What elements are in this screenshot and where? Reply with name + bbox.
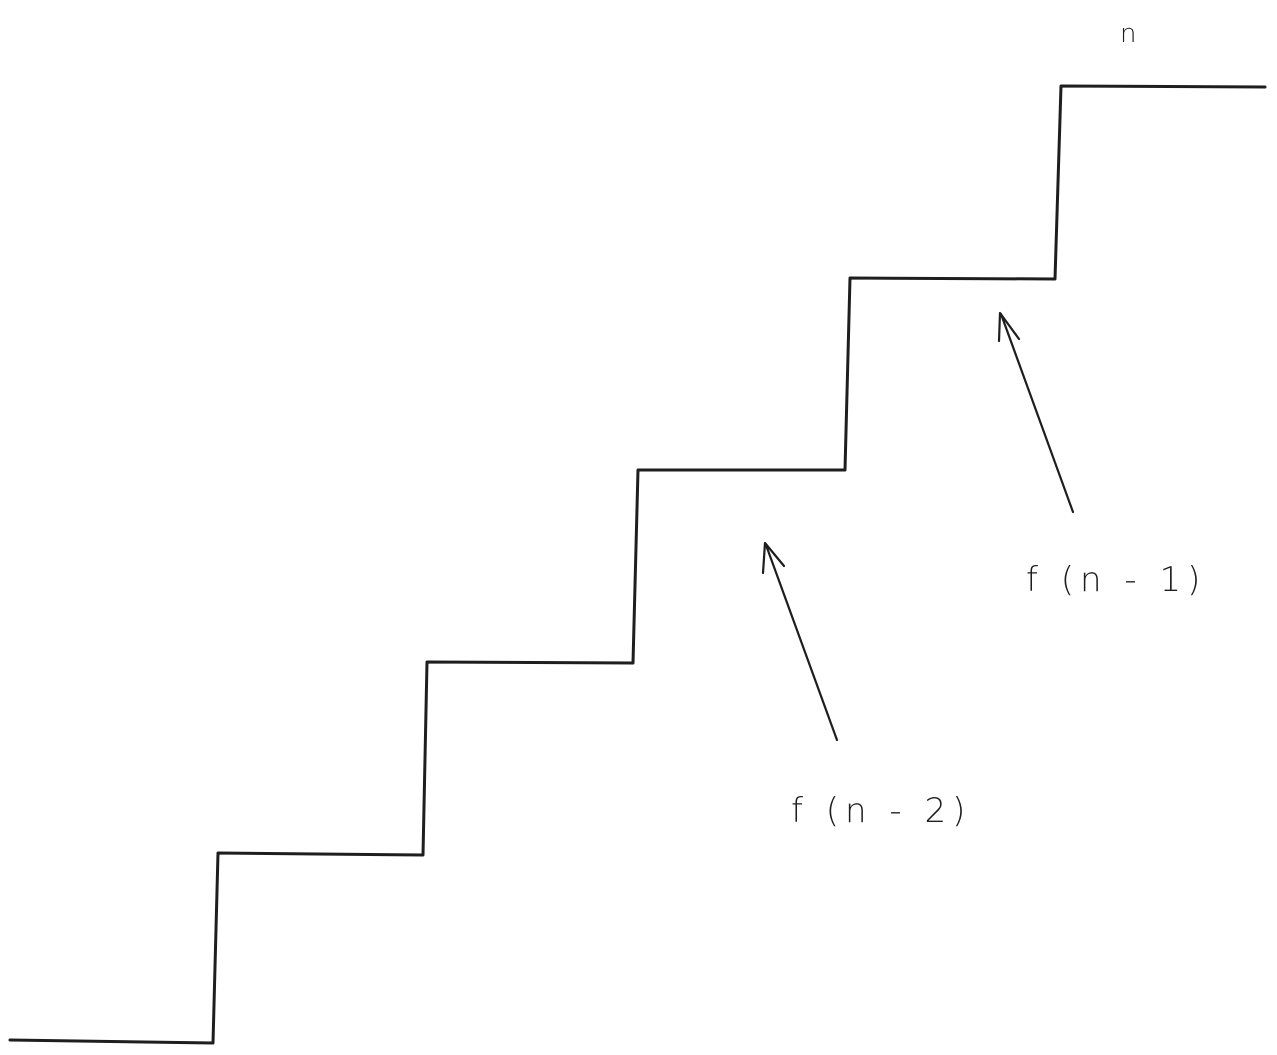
- arrow-previous-head: [997, 311, 1021, 343]
- arrow-two-back-label: f (n - 2): [791, 791, 971, 831]
- arrow-two-back-head: [761, 541, 786, 575]
- arrow-previous-label: f (n - 1): [1026, 560, 1206, 600]
- arrow-icon: [997, 311, 1075, 514]
- top-step-label: n: [1120, 19, 1136, 49]
- arrow-previous-shaft: [999, 312, 1075, 514]
- staircase-outline: [8, 84, 1267, 1045]
- arrow-icon: [761, 541, 839, 742]
- arrow-two-back-shaft: [764, 543, 839, 742]
